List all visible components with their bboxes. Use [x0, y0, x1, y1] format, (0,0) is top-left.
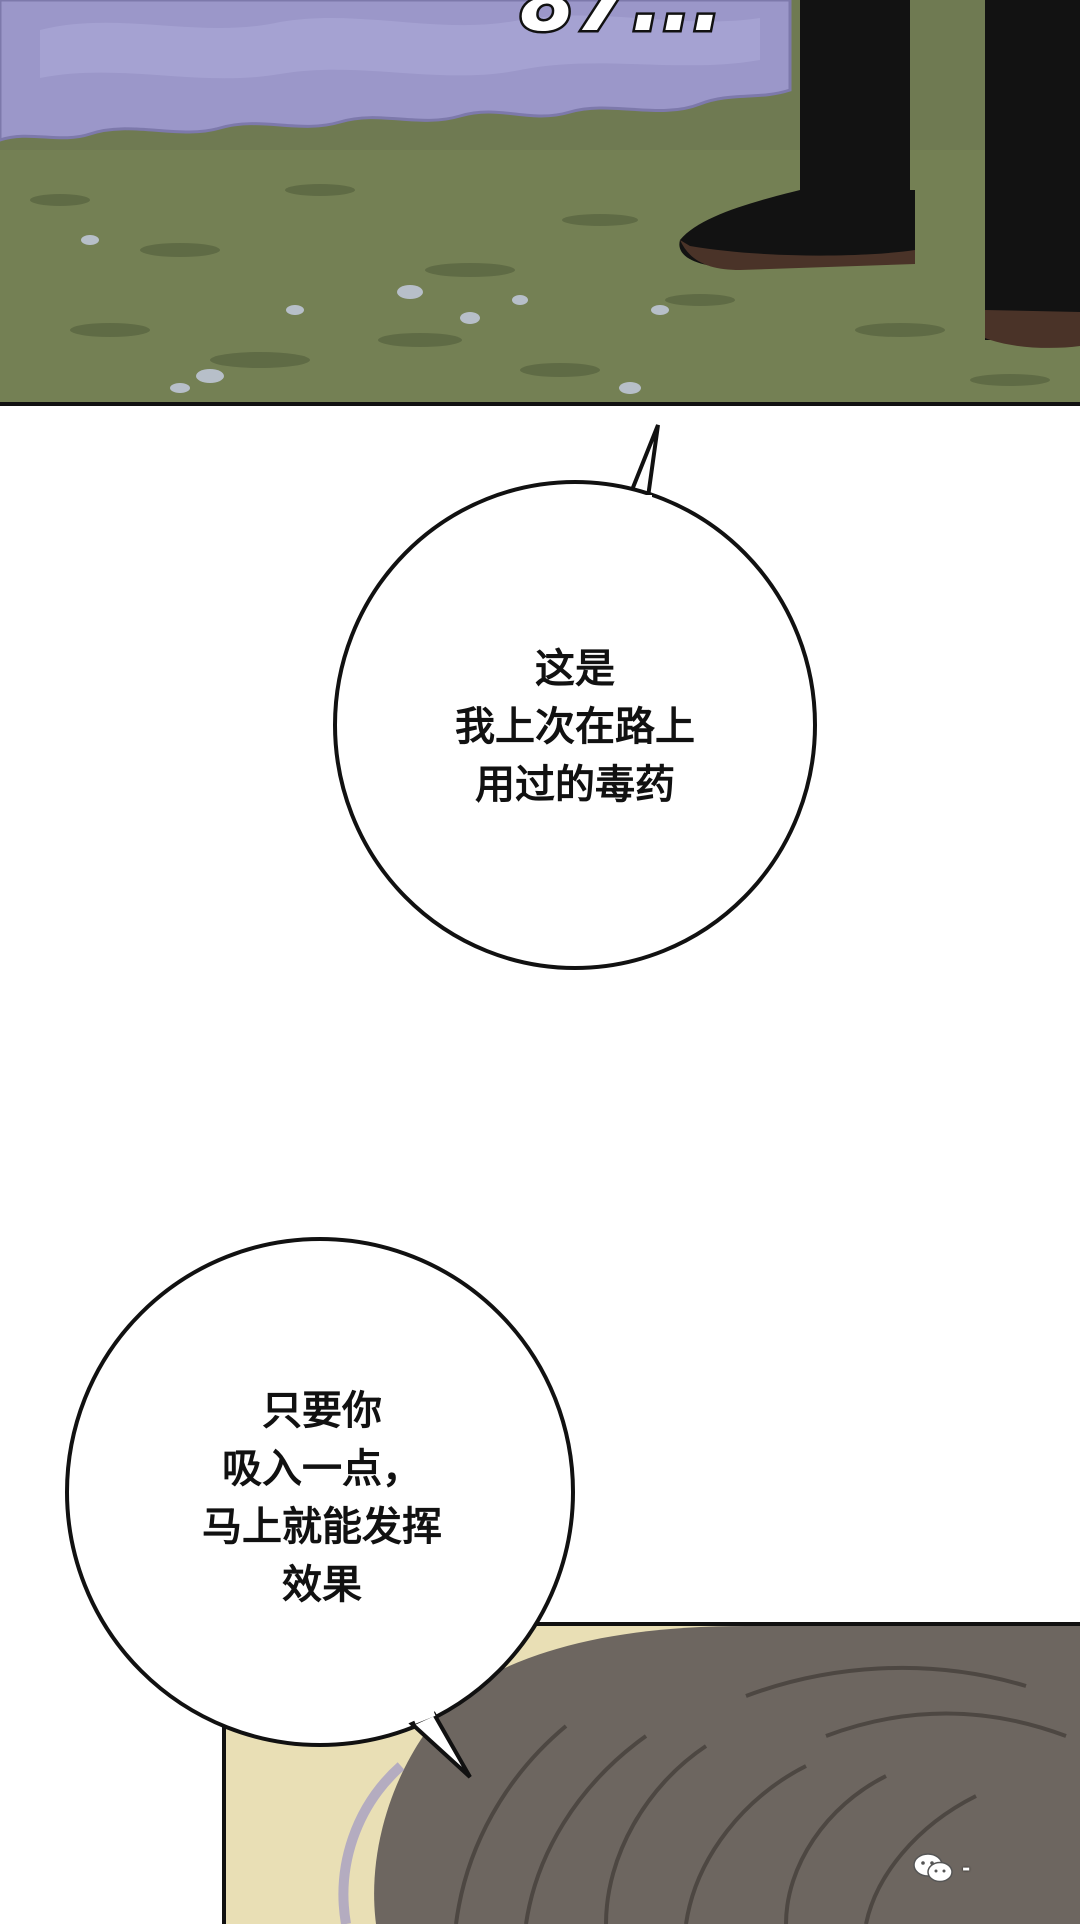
- boots: [679, 0, 1080, 348]
- bubble-1-text: 这是 我上次在路上 用过的毒药: [455, 646, 695, 808]
- bubble-2-shape: [65, 1237, 575, 1779]
- hair-strands: [454, 1665, 1067, 1924]
- grass-texture: [30, 184, 1050, 386]
- bubble-1-shape: [333, 424, 817, 970]
- bubble-2-text: 只要你 吸入一点， 马上就能发挥 效果: [202, 1388, 442, 1608]
- top-panel-art: 87...: [0, 0, 1080, 402]
- sfx-text: 87...: [520, 0, 723, 49]
- speech-bubble-1: 这是 我上次在路上 用过的毒药: [330, 420, 820, 980]
- top-panel: 87...: [0, 0, 1080, 406]
- wechat-icon: [912, 1852, 956, 1884]
- pebbles: [81, 235, 669, 394]
- speech-bubble-2: 只要你 吸入一点， 马上就能发挥 效果: [62, 1232, 592, 1792]
- watermark: -: [912, 1850, 970, 1886]
- watermark-label: -: [962, 1856, 971, 1880]
